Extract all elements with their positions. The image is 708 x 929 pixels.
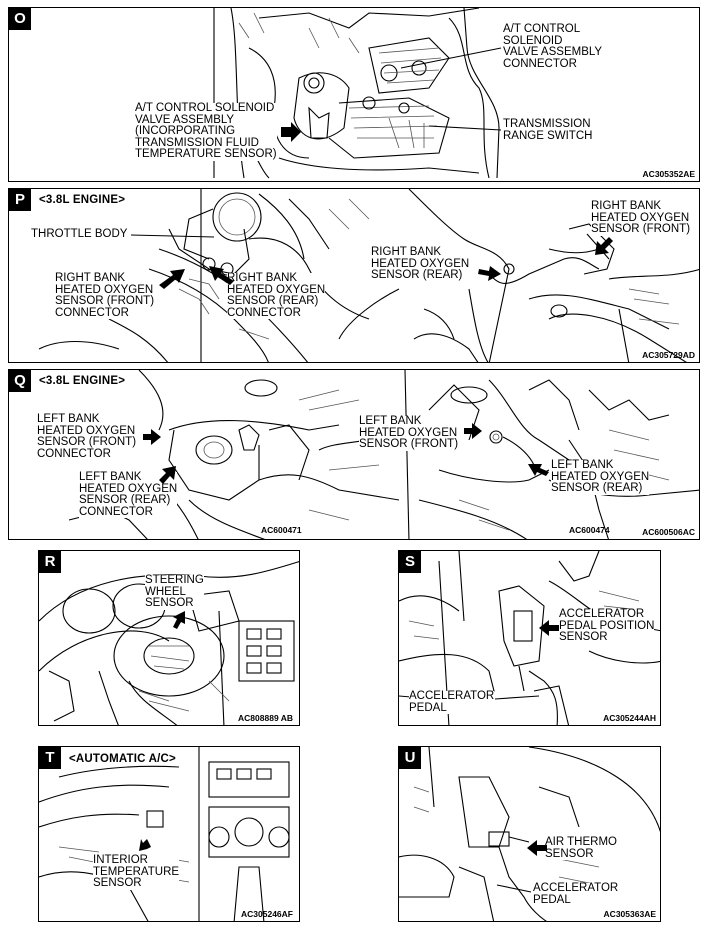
label-lb-front-sensor: LEFT BANK HEATED OXYGEN SENSOR (FRONT) — [359, 415, 459, 451]
label-accelerator-pedal: ACCELERATOR PEDAL — [409, 690, 495, 714]
label-at-solenoid-connector: A/T CONTROL SOLENOID VALVE ASSEMBLY CONN… — [503, 23, 603, 70]
panel-o: O A/T CONTROL SOLENOID VALVE ASSEMBLY CO… — [8, 7, 700, 182]
panel-u: U AIR THERMO SENSOR ACCELERATOR PEDAL AC… — [398, 746, 661, 922]
figure-code: AC305729AD — [642, 350, 695, 360]
label-rb-front-sensor: RIGHT BANK HEATED OXYGEN SENSOR (FRONT) — [591, 200, 691, 236]
label-interior-temperature-sensor: INTERIOR TEMPERATURE SENSOR — [93, 854, 180, 890]
engine-variant-label: <3.8L ENGINE> — [39, 194, 126, 206]
panel-t: T <AUTOMATIC A/C> INTERIOR TEMPERATURE S… — [38, 746, 300, 922]
pedal-area-illustration — [399, 747, 660, 921]
figure-code: AC305246AF — [241, 909, 293, 919]
label-throttle-body: THROTTLE BODY — [31, 228, 128, 241]
panel-letter: U — [399, 747, 421, 769]
engine-variant-label: <3.8L ENGINE> — [39, 375, 126, 387]
panel-letter: Q — [9, 370, 31, 392]
label-steering-wheel-sensor: STEERING WHEEL SENSOR — [145, 574, 204, 610]
panel-p: P <3.8L ENGINE> THROTTLE BODY — [8, 188, 700, 363]
label-accelerator-pedal-position-sensor: ACCELERATOR PEDAL POSITION SENSOR — [559, 608, 655, 644]
label-lb-rear-connector: LEFT BANK HEATED OXYGEN SENSOR (REAR) CO… — [79, 471, 178, 518]
figure-code: AC600471 — [261, 525, 302, 535]
label-at-solenoid-valve: A/T CONTROL SOLENOID VALVE ASSEMBLY (INC… — [135, 102, 277, 161]
label-rb-front-connector: RIGHT BANK HEATED OXYGEN SENSOR (FRONT) … — [55, 272, 155, 319]
label-lb-rear-sensor: LEFT BANK HEATED OXYGEN SENSOR (REAR) — [551, 459, 650, 495]
panel-letter: T — [39, 747, 61, 769]
console-illustration — [39, 747, 290, 921]
label-rb-rear-connector: RIGHT BANK HEATED OXYGEN SENSOR (REAR) C… — [227, 272, 326, 319]
label-lb-front-connector: LEFT BANK HEATED OXYGEN SENSOR (FRONT) C… — [37, 413, 137, 460]
figure-code: AC808889 AB — [238, 713, 293, 723]
label-air-thermo-sensor: AIR THERMO SENSOR — [545, 836, 617, 860]
figure-code: AC305352AE — [642, 169, 695, 179]
panel-r: R STEERING WHEEL SENSOR AC808889 AB — [38, 550, 300, 726]
figure-code: AC305244AH — [603, 713, 656, 723]
label-accelerator-pedal: ACCELERATOR PEDAL — [533, 882, 619, 906]
label-rb-rear-sensor: RIGHT BANK HEATED OXYGEN SENSOR (REAR) — [371, 246, 470, 282]
panel-letter: S — [399, 551, 421, 573]
panel-letter: R — [39, 551, 61, 573]
panel-s: S ACCELERATOR PEDAL POSITION SENSOR ACCE… — [398, 550, 661, 726]
engine-variant-label: <AUTOMATIC A/C> — [69, 753, 176, 765]
panel-letter: O — [9, 8, 31, 30]
panel-letter: P — [9, 189, 31, 211]
figure-code: AC600474 — [569, 525, 610, 535]
engine-illustration-right-bank — [38, 189, 699, 362]
figure-code: AC600506AC — [642, 527, 695, 537]
label-transmission-range-switch: TRANSMISSION RANGE SWITCH — [503, 118, 593, 142]
panel-q: Q <3.8L ENGINE> LEFT BANK HEATED OXYGEN … — [8, 369, 700, 540]
figure-code: AC305363AE — [603, 909, 656, 919]
